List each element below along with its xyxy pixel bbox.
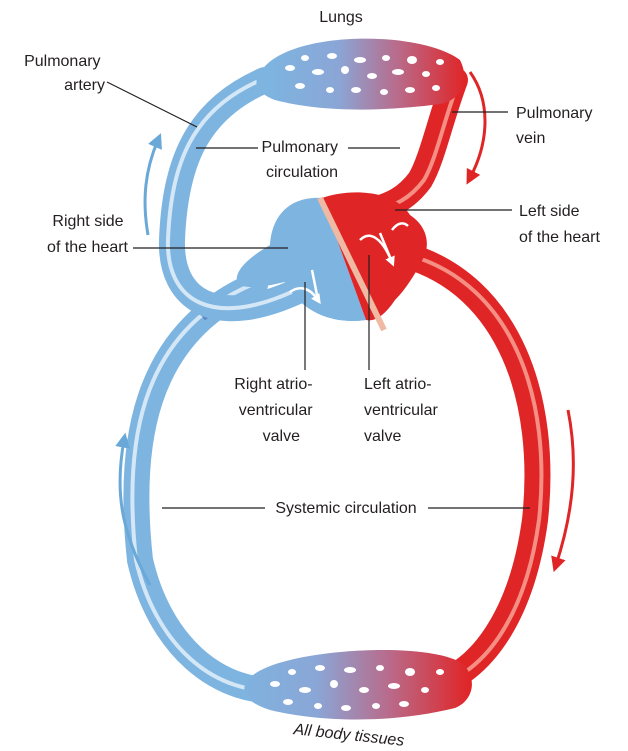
systemic-vein-vessel: [136, 285, 295, 691]
systemic-artery-vessel: [405, 255, 537, 688]
lungs-capillary-bed: [256, 39, 464, 110]
label-pulmonary-artery: Pulmonary artery: [24, 53, 105, 94]
label-body-tissues: All body tissues: [292, 721, 405, 750]
label-lungs: Lungs: [319, 9, 363, 26]
label-pulmonary-vein: Pulmonary vein: [516, 105, 597, 147]
label-right-heart: Right side of the heart: [47, 213, 129, 256]
arrow-down-systemic-icon: [556, 410, 573, 565]
label-systemic-circulation: Systemic circulation: [275, 500, 416, 517]
label-left-av-valve: Left atrio- ventricular valve: [364, 376, 442, 445]
body-capillary-bed: [244, 650, 472, 719]
label-right-av-valve: Right atrio- ventricular valve: [234, 376, 317, 445]
label-pulmonary-circulation: Pulmonary circulation: [262, 139, 343, 181]
label-left-heart: Left side of the heart: [519, 203, 601, 246]
arrow-down-pulmonary-vein-icon: [470, 72, 485, 178]
systemic-vessels: [132, 255, 541, 691]
arrow-up-pulmonary-icon: [145, 140, 158, 235]
